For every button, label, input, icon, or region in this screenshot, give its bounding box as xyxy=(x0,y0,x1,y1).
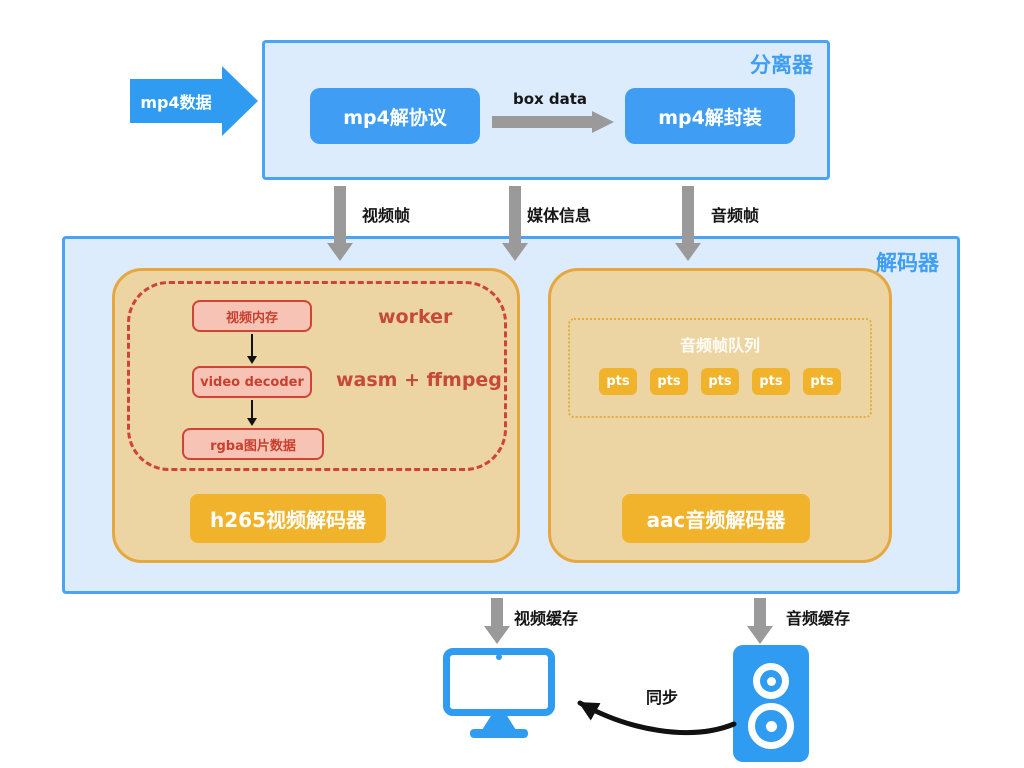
sync-label: 同步 xyxy=(646,688,679,707)
speaker-tweeter xyxy=(753,663,789,699)
mp4-protocol-label: mp4解协议 xyxy=(343,106,447,129)
audio-decoder-group xyxy=(548,268,892,563)
audio-queue-region: 音频帧队列 xyxy=(568,318,872,418)
wasm-ffmpeg-label: wasm + ffmpeg xyxy=(336,369,502,391)
h265-decoder-label: h265视频解码器 xyxy=(210,508,366,532)
pts-chip: pts xyxy=(803,368,841,395)
video-frame-arrow xyxy=(334,186,346,243)
mp4-demux-node: mp4解封装 xyxy=(625,88,795,144)
pts-chip: pts xyxy=(701,368,739,395)
pts-row: pts pts pts pts pts xyxy=(568,368,872,395)
rgba-data-node: rgba图片数据 xyxy=(182,428,324,460)
mp4-protocol-node: mp4解协议 xyxy=(310,88,480,144)
video-memory-node: 视频内存 xyxy=(192,300,312,332)
pts-chip: pts xyxy=(650,368,688,395)
audio-cache-arrow xyxy=(754,598,766,626)
video-cache-arrow xyxy=(491,598,503,626)
aac-decoder-button: aac音频解码器 xyxy=(622,494,810,543)
audio-frame-arrow xyxy=(682,186,694,243)
audio-queue-title: 音频帧队列 xyxy=(679,336,760,355)
media-info-arrow xyxy=(509,186,521,243)
worker-dashed-region xyxy=(127,281,507,471)
box-data-arrow xyxy=(492,116,592,128)
speaker-tweeter-dot xyxy=(766,676,776,686)
decoder-title: 解码器 xyxy=(876,251,939,275)
video-cache-label: 视频缓存 xyxy=(514,609,579,628)
media-info-label: 媒体信息 xyxy=(527,206,592,225)
h265-decoder-button: h265视频解码器 xyxy=(190,494,386,543)
mp4-data-arrow: mp4数据 xyxy=(130,79,222,123)
speaker-woofer xyxy=(748,703,794,749)
video-memory-label: 视频内存 xyxy=(225,310,278,326)
video-decoder-label: video decoder xyxy=(200,374,304,390)
pts-chip: pts xyxy=(752,368,790,395)
demuxer-title: 分离器 xyxy=(750,53,813,77)
video-decoder-node: video decoder xyxy=(192,366,312,398)
memory-to-decoder-arrow xyxy=(251,334,253,356)
pts-chip: pts xyxy=(599,368,637,395)
monitor-stand-neck xyxy=(482,715,516,730)
mp4-data-label: mp4数据 xyxy=(140,93,212,112)
aac-decoder-label: aac音频解码器 xyxy=(646,508,786,532)
video-frame-label: 视频帧 xyxy=(362,206,411,225)
monitor-stand-base xyxy=(470,729,528,738)
worker-label: worker xyxy=(378,306,453,328)
speaker-woofer-dot xyxy=(765,720,777,732)
box-data-label: box data xyxy=(512,90,588,108)
audio-cache-label: 音频缓存 xyxy=(786,609,851,628)
audio-frame-label: 音频帧 xyxy=(711,206,760,225)
mp4-demux-label: mp4解封装 xyxy=(658,106,762,129)
rgba-data-label: rgba图片数据 xyxy=(210,438,296,454)
decoder-to-rgba-arrow xyxy=(251,400,253,418)
monitor-camera-dot xyxy=(496,654,502,660)
